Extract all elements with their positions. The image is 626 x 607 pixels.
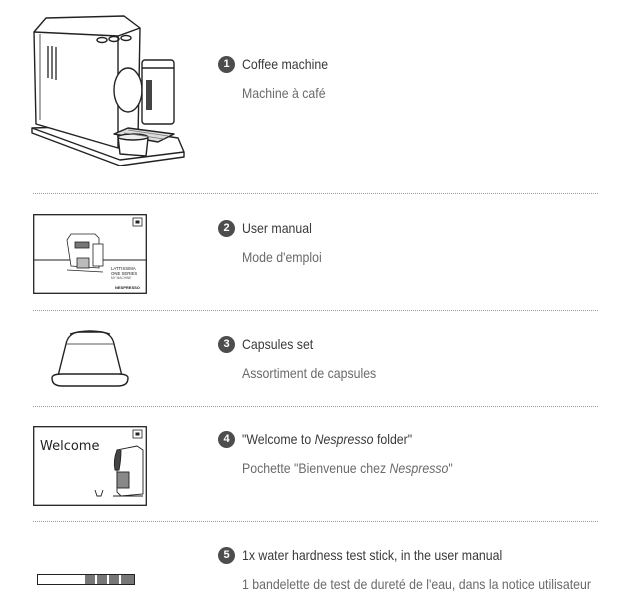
- item-label-en: 1x water hardness test stick, in the use…: [242, 547, 503, 563]
- item-label-en: User manual: [242, 220, 312, 236]
- item-label-en: "Welcome to Nespresso folder": [242, 431, 412, 447]
- item-label-fr: Mode d'emploi: [242, 249, 322, 265]
- manual-cover-line3: MY MACHINE: [111, 276, 131, 280]
- item-number-badge: 3: [218, 336, 235, 353]
- item-label-en: Coffee machine: [242, 56, 329, 72]
- user-manual-illustration: LATTISSIMA ONE SERIES MY MACHINE NESPRES…: [33, 214, 147, 294]
- item-number-badge: 4: [218, 431, 235, 448]
- item-label-en-brand: Nespresso: [314, 431, 374, 447]
- item-number-badge: 5: [218, 547, 235, 564]
- divider: [33, 310, 598, 311]
- item-label-fr-prefix: Pochette "Bienvenue chez: [242, 460, 390, 476]
- item-number-badge: 1: [218, 56, 235, 73]
- item-number-badge: 2: [218, 220, 235, 237]
- divider: [33, 193, 598, 194]
- capsule-illustration: [48, 326, 132, 388]
- item-label-en-prefix: "Welcome to: [242, 431, 315, 447]
- folder-welcome-text: Welcome: [40, 439, 99, 454]
- welcome-folder-illustration: Welcome: [33, 426, 147, 506]
- item-label-fr: Assortiment de capsules: [242, 365, 377, 381]
- item-label-fr-suffix: ": [448, 460, 453, 476]
- test-stick-illustration: [37, 574, 137, 586]
- item-label-en: Capsules set: [242, 336, 314, 352]
- manual-cover-brand: NESPRESSO: [115, 285, 140, 290]
- item-label-fr: Pochette "Bienvenue chez Nespresso": [242, 460, 453, 476]
- item-label-en-suffix: folder": [373, 431, 413, 447]
- divider: [33, 521, 598, 522]
- item-label-fr: 1 bandelette de test de dureté de l'eau,…: [242, 576, 591, 592]
- divider: [33, 406, 598, 407]
- manual-cover-line2: ONE SERIES: [111, 271, 137, 276]
- coffee-machine-illustration: [28, 6, 188, 166]
- item-label-fr: Machine à café: [242, 85, 326, 101]
- manual-cover-line1: LATTISSIMA: [111, 266, 136, 271]
- item-label-fr-brand: Nespresso: [389, 460, 449, 476]
